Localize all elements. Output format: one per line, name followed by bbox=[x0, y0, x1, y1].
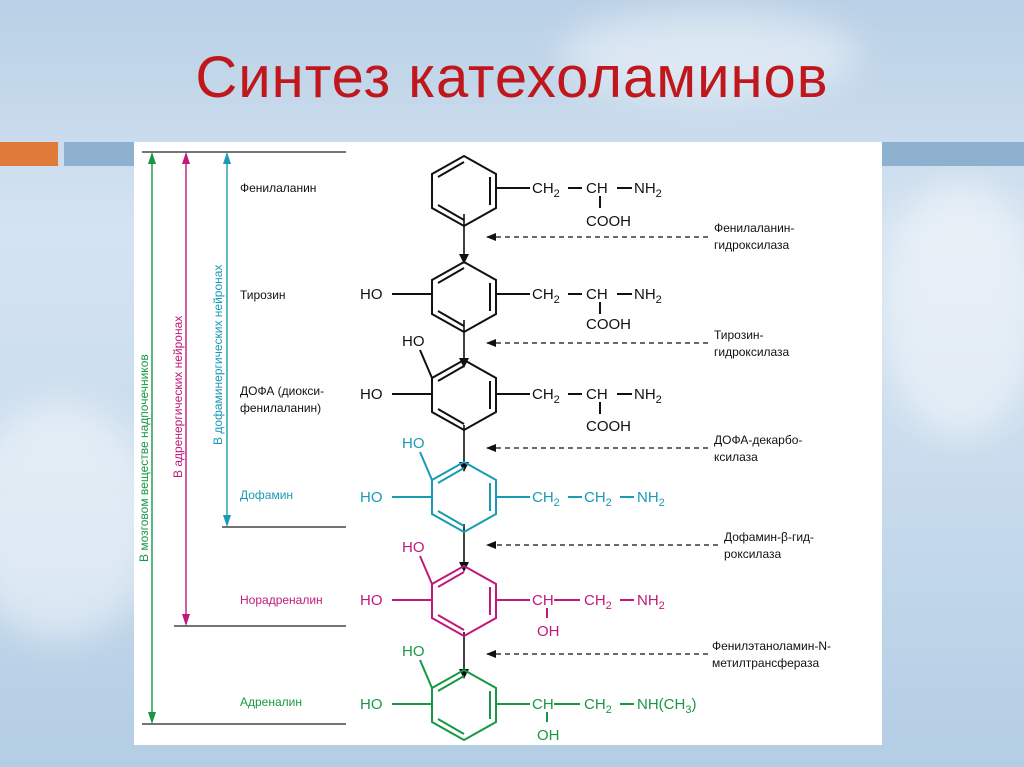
chemical-group-label: CH bbox=[532, 180, 554, 197]
reaction-arrowheads bbox=[459, 254, 469, 679]
enzyme-5-line2: метилтрансфераза bbox=[712, 656, 819, 670]
synthesis-diagram: В мозговом веществе надпочечников В адре… bbox=[137, 151, 831, 744]
chemical-group-label: HO bbox=[402, 435, 425, 452]
diagram-panel: В мозговом веществе надпочечников В адре… bbox=[134, 142, 882, 745]
enzyme-1-line2: гидроксилаза bbox=[714, 238, 790, 252]
chemical-group-label: NH2 bbox=[637, 489, 665, 509]
chemical-group-label: CH bbox=[532, 696, 554, 713]
dopaminergic-range-arrow bbox=[223, 152, 231, 527]
chemical-group-label: NH bbox=[634, 180, 656, 197]
enzyme-3-line2: ксилаза bbox=[714, 450, 758, 464]
enzyme-arrowheads bbox=[486, 233, 496, 658]
chemical-group-label: CH bbox=[584, 696, 606, 713]
chemical-group-label: CH bbox=[532, 592, 554, 609]
chemical-group-label: HO bbox=[360, 592, 383, 609]
noradrenaline-label: Норадреналин bbox=[240, 593, 323, 607]
chemical-group-label: 2 bbox=[606, 497, 612, 509]
noradrenaline-structure bbox=[392, 555, 634, 638]
chemical-group-label: CH bbox=[584, 489, 606, 506]
medulla-range-arrow bbox=[148, 152, 156, 724]
dopa-structure bbox=[392, 349, 632, 432]
dopamine-label: Дофамин bbox=[240, 488, 293, 502]
chemical-group-label: CH bbox=[532, 489, 554, 506]
adrenergic-range-arrow bbox=[182, 152, 190, 626]
chemical-group-label: OH bbox=[537, 727, 560, 744]
chemical-group-label: CH bbox=[586, 286, 608, 303]
phenylalanine-label: Фенилаланин bbox=[240, 181, 316, 195]
chemical-group-label: 2 bbox=[656, 294, 662, 306]
chemical-group-label: HO bbox=[402, 333, 425, 350]
dopaminergic-range-label: В дофаминергических нейронах bbox=[211, 265, 225, 445]
chemical-group-label: CH2 bbox=[584, 696, 612, 716]
enzyme-2-line2: гидроксилаза bbox=[714, 345, 790, 359]
chemical-group-label: 2 bbox=[606, 704, 612, 716]
chemical-group-label: CH bbox=[584, 592, 606, 609]
accent-bar bbox=[0, 142, 58, 166]
chemical-group-label: NH2 bbox=[634, 286, 662, 306]
chemical-group-label: 3 bbox=[685, 704, 691, 716]
chemical-group-label: NH(CH bbox=[637, 696, 685, 713]
enzyme-2-line1: Тирозин- bbox=[714, 328, 764, 342]
chemical-group-label: CH2 bbox=[584, 592, 612, 612]
slide-title: Синтез катехоламинов bbox=[195, 45, 829, 110]
chemical-group-label: NH(CH3) bbox=[637, 696, 696, 716]
chemical-group-label: 2 bbox=[659, 497, 665, 509]
chemical-group-label: OH bbox=[537, 623, 560, 640]
adrenaline-label: Адреналин bbox=[240, 695, 302, 709]
chemical-group-label: HO bbox=[402, 643, 425, 660]
enzyme-3-line1: ДОФА-декарбо- bbox=[714, 433, 802, 447]
cloud bbox=[560, 10, 860, 100]
chemical-group-label: CH2 bbox=[584, 489, 612, 509]
tyrosine-structure bbox=[392, 260, 632, 334]
chemical-group-label: 2 bbox=[606, 600, 612, 612]
chemical-group-label: NH bbox=[637, 489, 659, 506]
chemical-group-label: NH2 bbox=[634, 386, 662, 406]
chemical-group-label: 2 bbox=[656, 394, 662, 406]
adrenergic-range-label: В адренергических нейронах bbox=[171, 316, 185, 478]
enzyme-5-line1: Фенилэтаноламин-N- bbox=[712, 639, 831, 653]
chemical-group-label: CH bbox=[532, 286, 554, 303]
chemical-group-label: COOH bbox=[586, 316, 631, 333]
dopa-label-line2: фенилаланин) bbox=[240, 401, 321, 415]
chemical-group-label: HO bbox=[402, 539, 425, 556]
cloud bbox=[0, 400, 160, 640]
chemical-group-label: 2 bbox=[656, 188, 662, 200]
enzyme-4-line2: роксилаза bbox=[724, 547, 781, 561]
chemical-group-label: ) bbox=[691, 696, 696, 713]
chemical-group-label: 2 bbox=[659, 600, 665, 612]
chemical-group-label: NH2 bbox=[637, 592, 665, 612]
chemical-group-label: 2 bbox=[554, 394, 560, 406]
chemical-group-label: NH bbox=[637, 592, 659, 609]
chemical-group-label: COOH bbox=[586, 418, 631, 435]
chemical-group-label: HO bbox=[360, 286, 383, 303]
medulla-range-label: В мозговом веществе надпочечников bbox=[137, 354, 151, 562]
dopamine-structure bbox=[392, 451, 634, 534]
chemical-group-label: 2 bbox=[554, 497, 560, 509]
chemical-group-label: 2 bbox=[554, 294, 560, 306]
adrenaline-structure bbox=[392, 659, 634, 742]
chemical-group-label: COOH bbox=[586, 213, 631, 230]
tyrosine-label: Тирозин bbox=[240, 288, 286, 302]
enzyme-4-line1: Дофамин-β-гид- bbox=[724, 530, 814, 544]
chemical-group-label: HO bbox=[360, 489, 383, 506]
phenylalanine-structure bbox=[431, 154, 632, 228]
cloud bbox=[880, 180, 1024, 440]
chemical-group-label: CH2 bbox=[532, 386, 560, 406]
chemical-group-label: CH2 bbox=[532, 489, 560, 509]
chemical-group-label: 2 bbox=[554, 188, 560, 200]
enzyme-dashed-arrows bbox=[486, 236, 718, 655]
chemical-group-label: CH2 bbox=[532, 180, 560, 200]
chemical-group-label: NH bbox=[634, 386, 656, 403]
chemical-group-label: CH bbox=[586, 180, 608, 197]
chemical-group-label: CH bbox=[532, 386, 554, 403]
chemical-group-label: CH2 bbox=[532, 286, 560, 306]
dopa-label-line1: ДОФА (диокси- bbox=[240, 384, 324, 398]
enzyme-1-line1: Фенилаланин- bbox=[714, 221, 794, 235]
separator-lines bbox=[142, 151, 346, 725]
chemical-group-label: HO bbox=[360, 696, 383, 713]
chemical-group-label: HO bbox=[360, 386, 383, 403]
chemical-group-label: NH bbox=[634, 286, 656, 303]
chemical-group-label: NH2 bbox=[634, 180, 662, 200]
chemical-group-label: CH bbox=[586, 386, 608, 403]
